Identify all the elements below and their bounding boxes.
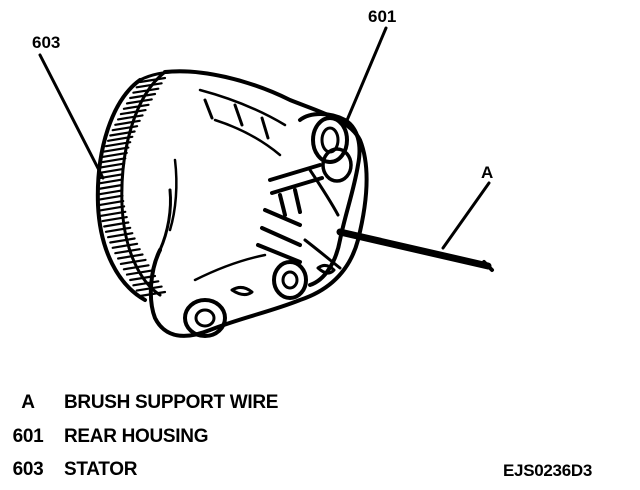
stator-tooth xyxy=(106,232,134,239)
cooling-fins xyxy=(256,163,324,264)
legend-key: 603 xyxy=(12,459,44,480)
leader-lines xyxy=(38,26,491,250)
stator-tooth xyxy=(106,135,134,142)
alternator-illustration xyxy=(38,26,494,338)
regulator-cover xyxy=(298,112,362,287)
stator-tooth xyxy=(116,253,144,260)
stator-tooth xyxy=(114,248,141,255)
stator-tooth xyxy=(125,98,153,105)
stator-tooth xyxy=(119,108,147,116)
legend-key: A xyxy=(21,392,35,413)
callout-601: 601 xyxy=(368,7,396,26)
stator-tooth xyxy=(132,280,160,287)
legend-key: 601 xyxy=(12,426,44,447)
legend-description: STATOR xyxy=(64,459,138,480)
stator-tooth xyxy=(103,146,130,153)
leader-line-a xyxy=(441,181,491,250)
stator-tooth xyxy=(103,221,130,228)
stator-tooth xyxy=(111,242,139,249)
stator-tooth xyxy=(132,87,160,94)
callout-a: A xyxy=(481,163,493,182)
stator-tooth xyxy=(135,82,163,89)
stator-tooth xyxy=(98,200,125,207)
stator-tooth xyxy=(109,130,136,137)
stator-tooth xyxy=(116,114,144,121)
stator-tooth xyxy=(97,194,124,201)
rear-housing xyxy=(148,69,369,338)
leader-line-603 xyxy=(38,53,105,180)
figure-code: EJS0236D3 xyxy=(503,461,592,480)
stator-tooth xyxy=(125,269,153,276)
stator-tooth xyxy=(98,162,126,169)
stator-tooth xyxy=(138,76,167,84)
stator-tooth xyxy=(122,103,150,110)
stator-tooth xyxy=(111,125,139,132)
stator-tooth xyxy=(109,237,136,244)
stator-tooth xyxy=(129,92,157,100)
stator-tooth xyxy=(119,258,147,265)
stator-tooth xyxy=(114,119,141,126)
stator-tooth xyxy=(104,141,132,148)
stator-tooth xyxy=(96,189,124,196)
stator-ring xyxy=(95,70,192,302)
stator-tooth xyxy=(100,210,127,217)
stator-tooth xyxy=(98,167,125,174)
stator-tooth xyxy=(96,178,124,185)
legend-description: REAR HOUSING xyxy=(64,426,209,447)
stator-tooth xyxy=(98,205,126,212)
stator-tooth xyxy=(101,216,128,223)
stator-tooth xyxy=(104,226,132,233)
stator-tooth xyxy=(96,183,124,191)
legend-description: BRUSH SUPPORT WIRE xyxy=(64,392,279,413)
leader-line-601 xyxy=(343,26,388,127)
stator-tooth xyxy=(101,151,128,158)
brush-support-wire xyxy=(336,228,494,272)
stator-tooth xyxy=(122,264,150,271)
callout-603: 603 xyxy=(32,33,60,52)
stator-tooth xyxy=(100,157,127,164)
